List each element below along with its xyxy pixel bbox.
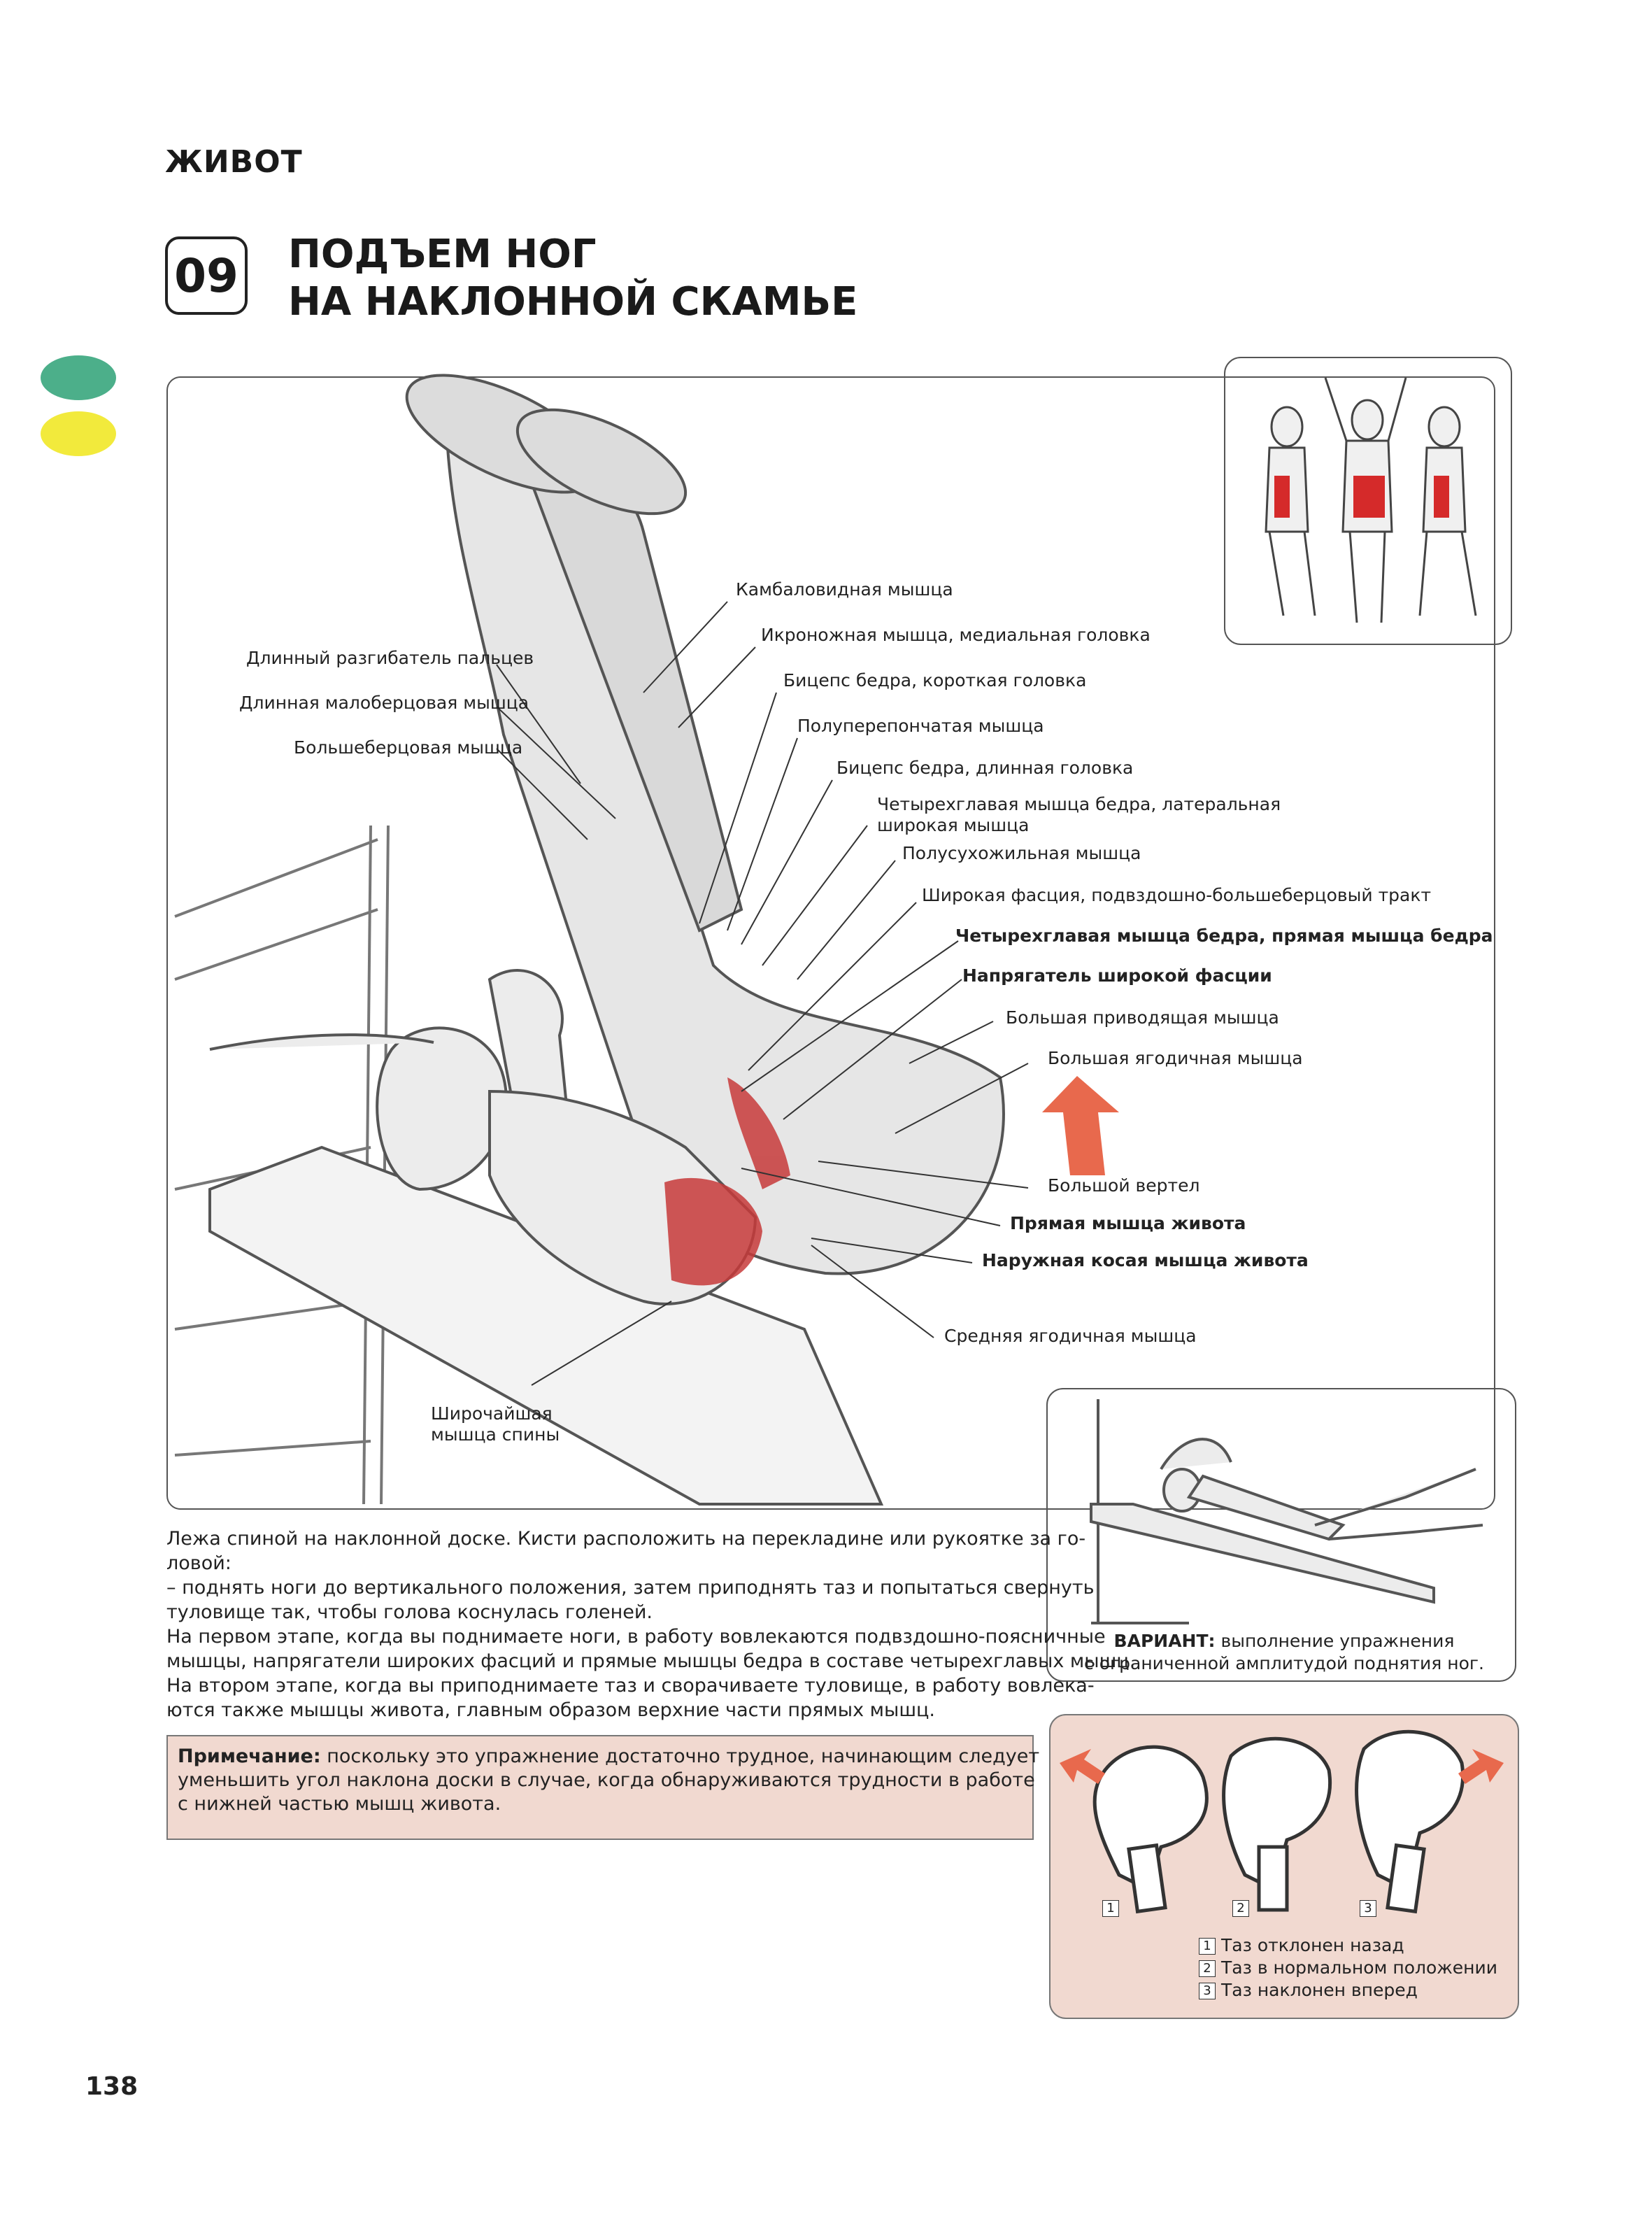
- desc-line-6: мышцы, напрягатели широких фасций и прям…: [166, 1650, 1136, 1672]
- pelvis-num-1: 1: [1102, 1897, 1125, 1918]
- label-rectus-abdominis: Прямая мышца живота: [1010, 1213, 1246, 1233]
- muscle-highlight: [664, 1077, 790, 1286]
- variant-inset: [1046, 1388, 1516, 1682]
- note-label: Примечание:: [178, 1745, 321, 1767]
- label-soleus: Камбаловидная мышца: [736, 579, 953, 600]
- label-vastus-lateralis-2: широкая мышца: [877, 815, 1030, 835]
- exercise-number: 09: [165, 236, 248, 315]
- variant-line-1: выполнение упражнения: [1215, 1631, 1455, 1651]
- title-line-2: НА НАКЛОННОЙ СКАМЬЕ: [288, 279, 858, 325]
- note-box: Примечание: поскольку это упражнение дос…: [166, 1735, 1039, 1840]
- leader-lines: [496, 601, 1029, 1386]
- exercise-description: Лежа спиной на наклонной доске. Кисти ра…: [166, 1527, 1136, 1722]
- page-number: 138: [85, 2072, 138, 2101]
- label-fascia-lata: Широкая фасция, подвздошно-большеберцовы…: [922, 885, 1432, 905]
- label-greater-trochanter: Большой вертел: [1048, 1175, 1200, 1196]
- note-line-2: уменьшить угол наклона доски в случае, к…: [178, 1769, 1035, 1791]
- desc-line-3: – поднять ноги до вертикального положени…: [166, 1577, 1095, 1599]
- note-line-3: с нижней частью мышц живота.: [178, 1793, 501, 1815]
- label-vastus-lateralis-1: Четырехглавая мышца бедра, латеральная: [877, 794, 1281, 814]
- desc-line-5: На первом этапе, когда вы поднимаете ног…: [166, 1626, 1106, 1648]
- pelvis-num-2: 2: [1232, 1897, 1255, 1918]
- note-line-1: поскольку это упражнение достаточно труд…: [320, 1745, 1040, 1767]
- direction-arrow: [1042, 1076, 1119, 1175]
- label-tibialis: Большеберцовая мышца: [294, 737, 523, 758]
- desc-line-8: ются также мышцы живота, главным образом…: [166, 1699, 936, 1721]
- desc-line-2: ловой:: [166, 1552, 232, 1574]
- pelvis-num-3: 3: [1360, 1897, 1382, 1918]
- label-gluteus-medius: Средняя ягодичная мышца: [944, 1326, 1197, 1346]
- label-peroneus-longus: Длинная малоберцовая мышца: [239, 693, 529, 713]
- label-adductor-magnus: Большая приводящая мышца: [1006, 1007, 1279, 1028]
- muscle-map-highlights: [1274, 476, 1449, 518]
- desc-line-1: Лежа спиной на наклонной доске. Кисти ра…: [166, 1528, 1086, 1550]
- label-rectus-femoris: Четырехглавая мышца бедра, прямая мышца …: [955, 926, 1493, 946]
- variant-line-2: с ограниченной амплитудой поднятия ног.: [1084, 1653, 1484, 1673]
- label-gastrocnemius-medial: Икроножная мышца, медиальная головка: [761, 625, 1151, 645]
- label-biceps-femoris-short: Бицепс бедра, короткая головка: [783, 670, 1087, 690]
- label-latissimus-2: мышца спины: [431, 1424, 560, 1445]
- label-biceps-femoris-long: Бицепс бедра, длинная головка: [836, 758, 1134, 778]
- label-tensor-fasciae-latae: Напрягатель широкой фасции: [962, 965, 1272, 986]
- shoes-drawing: [405, 374, 688, 516]
- label-gluteus-maximus: Большая ягодичная мышца: [1048, 1048, 1303, 1068]
- label-semimembranosus: Полуперепончатая мышца: [797, 716, 1044, 736]
- label-extensor-digitorum: Длинный разгибатель пальцев: [246, 648, 534, 668]
- variant-caption: ВАРИАНТ: выполнение упражнения с огранич…: [1049, 1630, 1519, 1675]
- label-external-oblique: Наружная косая мышца живота: [982, 1250, 1309, 1270]
- incline-bench-drawing: [208, 1145, 884, 1506]
- color-dot-yellow: [41, 411, 116, 456]
- page-title: ПОДЪЕМ НОГ НА НАКЛОННОЙ СКАМЬЕ: [288, 231, 857, 326]
- label-latissimus-1: Широчайшая: [431, 1403, 553, 1424]
- label-semitendinosus: Полусухожильная мышца: [902, 843, 1141, 863]
- title-line-1: ПОДЪЕМ НОГ: [288, 232, 597, 277]
- muscle-map-inset: [1224, 357, 1512, 645]
- color-dot-green: [41, 355, 116, 400]
- variant-label: ВАРИАНТ:: [1113, 1631, 1216, 1651]
- desc-line-4: туловище так, чтобы голова коснулась гол…: [166, 1601, 653, 1623]
- section-title: ЖИВОТ: [165, 144, 303, 180]
- desc-line-7: На втором этапе, когда вы приподнимаете …: [166, 1675, 1095, 1697]
